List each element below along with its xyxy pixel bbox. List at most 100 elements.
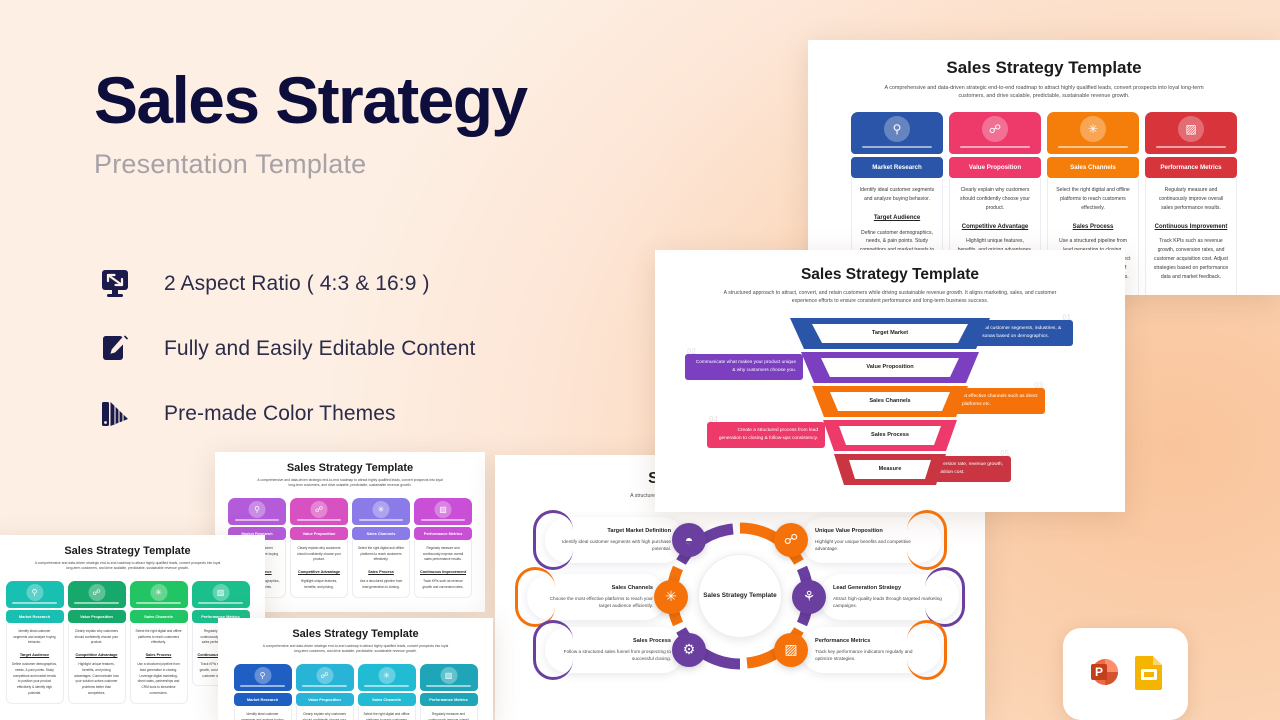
column-header: ☍: [949, 112, 1041, 155]
bar-chart-growth-icon: ▨: [1178, 116, 1204, 143]
column-subhead: Target Audience: [19, 653, 50, 658]
circle-item-target-market[interactable]: Target Market Definition Identify ideal …: [533, 509, 711, 570]
bar-chart-growth-icon: ▨: [434, 500, 452, 518]
slide-subtitle: A comprehensive and data-driven strategi…: [257, 478, 443, 488]
circle-center-label: Sales Strategy Template: [698, 554, 782, 639]
column-lead: Regularly measure and continuously impro…: [422, 545, 464, 562]
divider: [420, 518, 466, 521]
circular-diagram: Sales Strategy Template Target Market De…: [495, 509, 985, 684]
column-subbody: Define customer demographics, needs, & p…: [11, 662, 57, 695]
funnel-stage-target-market[interactable]: 01 Identify ideal customer segments, ind…: [655, 313, 1125, 352]
handshake-value-icon: ☍: [774, 522, 808, 557]
column-body: Regularly measure and continuously impro…: [414, 539, 472, 598]
divider: [12, 601, 57, 604]
column-header: ☍: [290, 497, 348, 525]
circle-item-desc: Choose the most effective platforms to r…: [549, 595, 653, 609]
funnel-callout-text: Identify ideal customer segments, indust…: [962, 325, 1062, 339]
column-performance-metrics: ▨ Performance Metrics Regularly measure …: [419, 663, 478, 720]
column-label: Market Research: [851, 157, 943, 179]
funnel-shape: Value Proposition: [801, 351, 979, 383]
circle-item-sales-process[interactable]: Sales Process Follow a structured sales …: [533, 619, 711, 680]
google-slides-icon: [1133, 654, 1165, 695]
circle-item-performance-metrics[interactable]: ▨ Performance Metrics Track key performa…: [769, 619, 947, 680]
column-subbody: Track KPIs such as revenue growth, conve…: [1153, 238, 1229, 281]
magnifier-icon: ⚲: [884, 116, 910, 143]
column-lead: Clearly explain why customers should con…: [74, 628, 119, 645]
funnel-label: Value Proposition: [866, 364, 914, 371]
column-subhead: Competitive Advantage: [961, 223, 1029, 230]
column-label: Performance Metrics: [1145, 157, 1237, 179]
funnel-label: Sales Channels: [869, 398, 911, 405]
funnel-shape: Sales Process: [823, 419, 957, 451]
page-title: Sales Strategy: [94, 63, 528, 137]
slide-title: Sales Strategy Template: [946, 58, 1142, 77]
divider: [136, 601, 181, 604]
divider: [862, 146, 932, 149]
funnel-stage-measure[interactable]: 05 Track KPIs like conversion rate, reve…: [655, 449, 1125, 488]
column-label: Value Proposition: [67, 609, 126, 623]
page-subtitle: Presentation Template: [94, 149, 367, 180]
supported-apps-badge: P: [1063, 628, 1188, 720]
column-header: ⚲: [233, 663, 292, 691]
column-header: ⚲: [851, 112, 943, 155]
funnel-diagram: 01 Identify ideal customer segments, ind…: [655, 313, 1125, 485]
slide-title: Sales Strategy Template: [64, 545, 191, 557]
column-performance-metrics: ▨ Performance Metrics Regularly measure …: [414, 497, 472, 598]
column-body: Regularly measure and continuously impro…: [419, 705, 478, 720]
target-megaphone-icon: ◓: [672, 522, 706, 557]
column-value-proposition: ☍ Value Proposition Clearly explain why …: [290, 497, 348, 598]
bracket-decor: [907, 509, 947, 570]
column-performance-metrics: ▨ Performance Metrics Regularly measure …: [1145, 112, 1237, 295]
column-subbody: Use a structured pipeline from lead gene…: [137, 662, 180, 695]
circle-item-desc: Identify ideal customer segments with hi…: [562, 538, 671, 552]
slide-title: Sales Strategy Template: [286, 462, 414, 474]
column-label: Market Research: [233, 692, 292, 706]
divider: [364, 684, 409, 687]
funnel-stage-sales-channels[interactable]: 03 Select the most effective channels su…: [655, 381, 1125, 420]
feature-item-color-themes: Pre-made Color Themes: [96, 382, 656, 446]
slide-preview-blue-theme[interactable]: Sales Strategy Template A comprehensive …: [218, 618, 493, 720]
network-hub-icon: ✳: [654, 579, 688, 614]
column-market-research: ⚲ Market Research Identify ideal custome…: [5, 580, 64, 704]
magnifier-icon: ⚲: [26, 583, 43, 601]
slide-preview-funnel[interactable]: Sales Strategy Template A structured app…: [655, 250, 1125, 512]
column-sales-channels: ✳ Sales Channels Select the right digita…: [357, 663, 416, 720]
column-header: ▨: [414, 497, 472, 525]
bracket-decor: [533, 619, 573, 680]
feature-list: 2 Aspect Ratio ( 4:3 & 16:9 ) Fully and …: [96, 252, 656, 447]
column-subbody: Highlight unique features, benefits, and…: [74, 662, 119, 695]
funnel-stage-value-proposition[interactable]: 02 Communicate what makes your product u…: [655, 347, 1125, 386]
column-subhead: Sales Process: [145, 653, 172, 658]
circle-item-desc: Attract high-quality leads through targe…: [833, 595, 942, 609]
column-header: ☍: [67, 580, 126, 608]
column-subhead: Continuous Improvement: [1154, 223, 1228, 230]
hero-block: Sales Strategy Presentation Template: [94, 63, 654, 180]
circle-item-sales-channels[interactable]: Sales Channels Choose the most effective…: [515, 566, 693, 627]
funnel-number: 01: [1062, 312, 1071, 322]
column-sales-channels: ✳ Sales Channels Select the right digita…: [129, 580, 188, 704]
column-header: ✳: [357, 663, 416, 691]
column-subhead: Sales Process: [1072, 223, 1114, 230]
circle-item-lead-generation[interactable]: ⚘ Lead Generation Strategy Attract high-…: [787, 566, 965, 627]
funnel-stage-sales-process[interactable]: 04 Create a structured process from lead…: [655, 415, 1125, 454]
column-label: Sales Channels: [1047, 157, 1139, 179]
column-lead: Select the right digital and offline pla…: [363, 711, 410, 720]
divider: [358, 518, 404, 521]
bracket-decor: [907, 619, 947, 680]
circle-item-title: Performance Metrics: [815, 637, 871, 644]
column-group: ⚲ Market Research Identify ideal custome…: [218, 663, 493, 720]
column-subhead: Continuous Improvement: [420, 570, 466, 575]
circle-item-unique-value[interactable]: ☍ Unique Value Proposition Highlight you…: [769, 509, 947, 570]
magnifier-icon: ⚲: [254, 666, 271, 684]
circle-item-title: Lead Generation Strategy: [833, 584, 902, 591]
bar-chart-growth-icon: ▨: [440, 666, 457, 684]
column-label: Performance Metrics: [419, 692, 478, 706]
column-lead: Identify ideal customer segments and ana…: [241, 711, 284, 720]
column-subbody: Highlight unique features, benefits, and…: [300, 579, 338, 589]
column-lead: Clearly explain why customers should con…: [302, 711, 347, 720]
slide-subtitle: A structured approach to attract, conver…: [723, 290, 1057, 304]
column-header: ✳: [352, 497, 410, 525]
column-subbody: Use a structured pipeline from lead gene…: [359, 579, 403, 589]
divider: [296, 518, 342, 521]
